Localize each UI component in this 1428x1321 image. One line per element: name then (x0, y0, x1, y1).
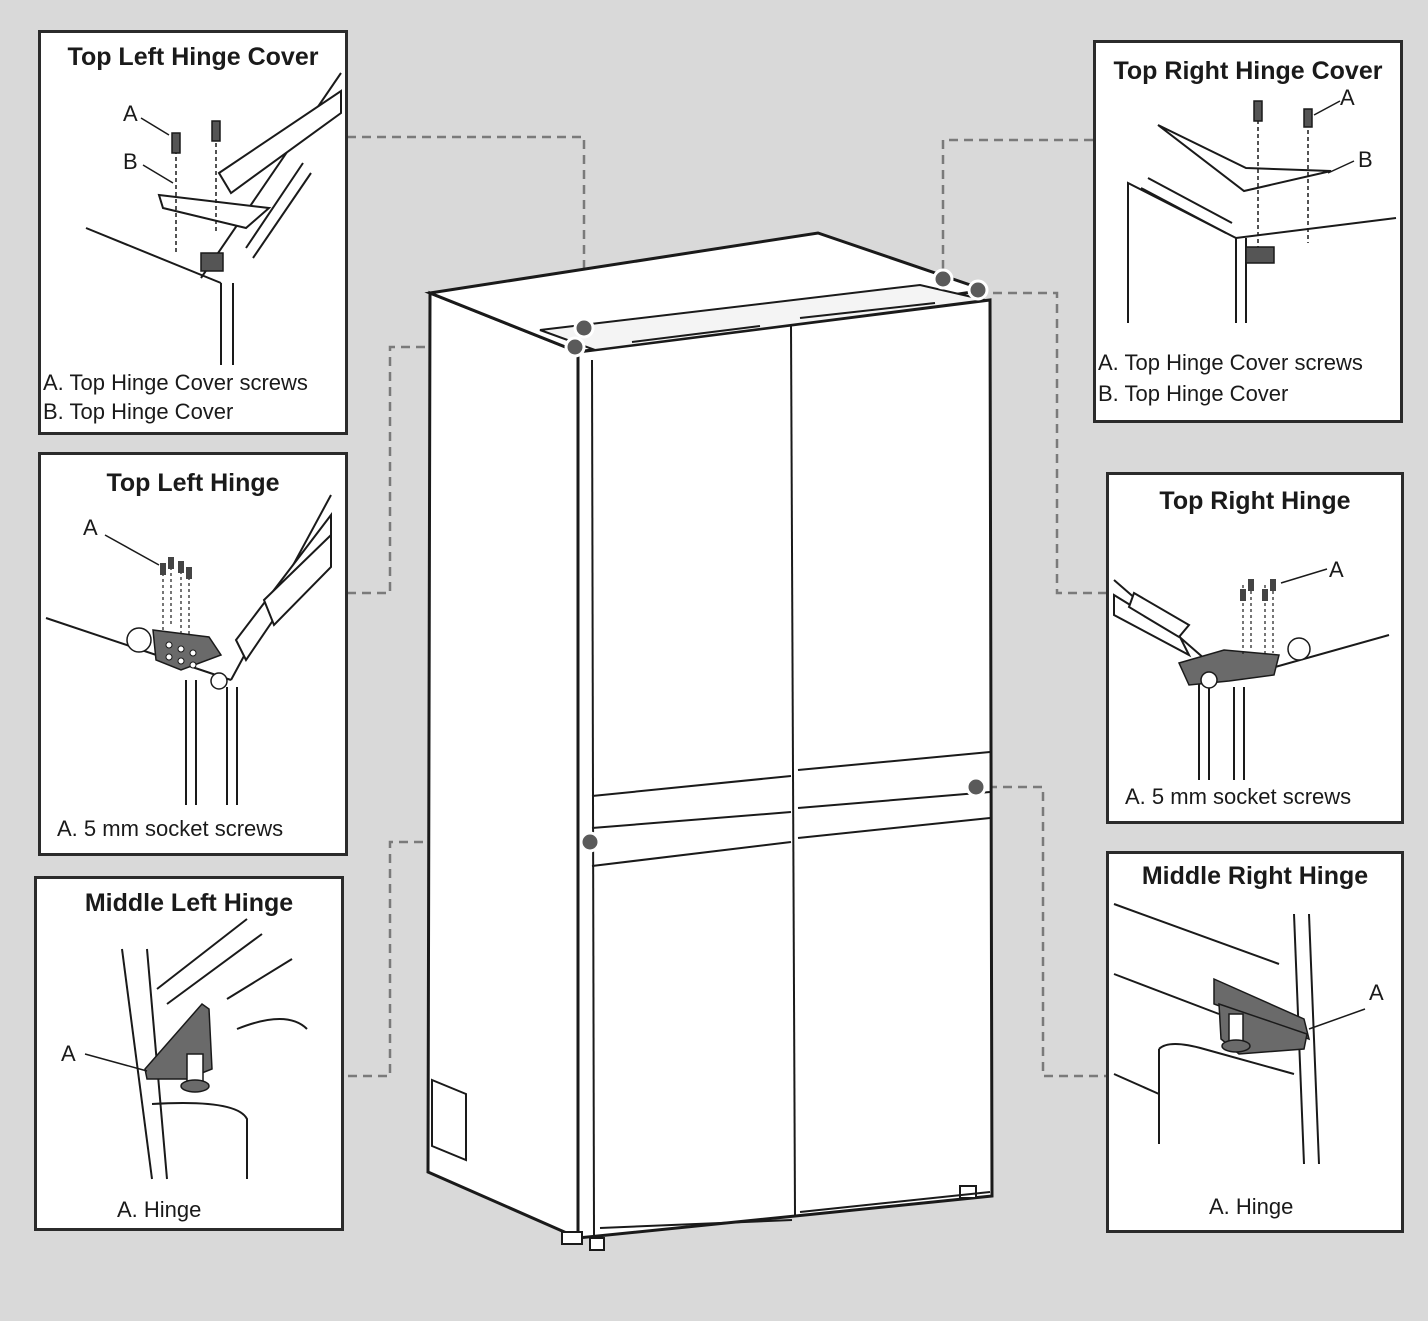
callout-b: B (1358, 147, 1373, 172)
panel-top-left-hinge: Top Left Hinge A A. 5 mm socket screws (38, 452, 348, 856)
marker-top-right-hinge (967, 279, 989, 301)
caption-b: B. Top Hinge Cover (1098, 381, 1289, 406)
panel-top-right-hinge: Top Right Hinge A A. 5 mm socket screws (1106, 472, 1404, 824)
marker-middle-right-hinge (965, 776, 987, 798)
panel-middle-left-hinge: Middle Left Hinge A A. Hinge (34, 876, 344, 1231)
caption-a: A. Top Hinge Cover screws (1098, 350, 1363, 375)
panel-title: Top Right Hinge Cover (1113, 57, 1383, 85)
panel-top-left-hinge-cover: Top Left Hinge Cover A B A. Top Hinge Co… (38, 30, 348, 435)
caption-a: A. 5 mm socket screws (57, 816, 284, 841)
top-right-hinge-illustration (1113, 568, 1390, 780)
leader-top-right-hinge (978, 291, 1106, 595)
panel-title: Top Left Hinge (106, 469, 280, 497)
callout-a: A (1340, 85, 1355, 110)
panel-title: Middle Left Hinge (84, 889, 294, 917)
top-left-cover-illustration (85, 72, 342, 365)
hinge-markers (564, 268, 989, 853)
top-right-cover-illustration (1127, 100, 1397, 323)
caption-a: A. Top Hinge Cover screws (43, 370, 308, 395)
callout-a: A (61, 1041, 76, 1066)
callout-a: A (1329, 557, 1344, 582)
leader-top-left-cover (347, 135, 586, 328)
callout-a: A (123, 101, 138, 126)
marker-middle-left-hinge (579, 831, 601, 853)
caption-a: A. Hinge (117, 1197, 202, 1222)
top-left-hinge-illustration (45, 494, 332, 805)
callout-a: A (1369, 980, 1384, 1005)
marker-top-left-hinge (564, 336, 586, 358)
panel-title: Top Right Hinge (1159, 487, 1351, 515)
leader-middle-right-hinge (988, 785, 1106, 1078)
refrigerator-details (431, 283, 991, 1251)
callout-a: A (83, 515, 98, 540)
caption-b: B. Top Hinge Cover (43, 399, 234, 424)
refrigerator-body (424, 231, 994, 1241)
panel-middle-right-hinge: Middle Right Hinge A A. Hinge (1106, 851, 1404, 1233)
middle-left-hinge-illustration (84, 918, 308, 1180)
callout-b: B (123, 149, 138, 174)
marker-top-left-cover (573, 317, 595, 339)
panel-title: Middle Right Hinge (1141, 862, 1369, 890)
caption-a: A. 5 mm socket screws (1125, 784, 1352, 809)
panel-title: Top Left Hinge Cover (67, 43, 319, 71)
marker-top-right-cover (932, 268, 954, 290)
caption-a: A. Hinge (1209, 1194, 1294, 1219)
panel-top-right-hinge-cover: Top Right Hinge Cover A B A. Top Hinge C… (1093, 40, 1403, 423)
middle-right-hinge-illustration (1113, 903, 1366, 1165)
leader-top-right-cover (941, 138, 1093, 276)
